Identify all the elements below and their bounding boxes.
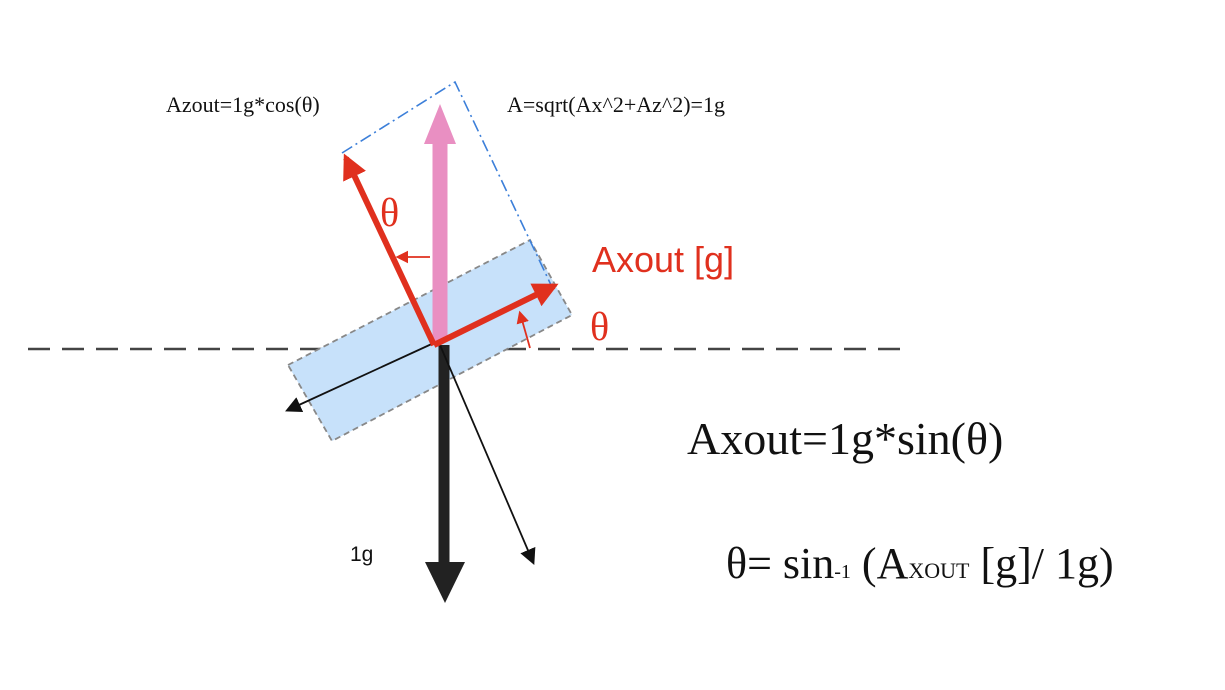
thin-arrow-left [285, 341, 437, 412]
theta-indicator-lower [516, 310, 531, 349]
azout-formula-label: Azout=1g*cos(θ) [166, 92, 320, 117]
theta-equation-superscript: -1 [834, 561, 851, 583]
total-acceleration-arrow-head [424, 104, 456, 144]
theta-equation-subscript: XOUT [908, 558, 970, 583]
axout-axis-arrow [432, 283, 559, 348]
theta-equation-open: (A [851, 539, 909, 588]
thin-arrow-down-right [439, 344, 536, 565]
theta-equation-suffix: [g]/ 1g) [969, 539, 1113, 588]
projection-dashdot-outline [341, 80, 552, 286]
gravity-arrow-head [425, 562, 465, 603]
theta-label-upper: θ [380, 190, 399, 235]
axout-equation: Axout=1g*sin(θ) [687, 413, 1003, 464]
axout-axis-label: Axout [g] [592, 239, 734, 280]
theta-equation: θ= sin-1 (AXOUT [g]/ 1g) [726, 539, 1114, 588]
total-acceleration-formula-label: A=sqrt(Ax^2+Az^2)=1g [507, 92, 725, 117]
theta-label-lower: θ [590, 304, 609, 349]
azout-axis-arrow [343, 153, 437, 347]
gravity-label: 1g [350, 543, 373, 566]
theta-equation-prefix: θ= sin [726, 539, 834, 588]
